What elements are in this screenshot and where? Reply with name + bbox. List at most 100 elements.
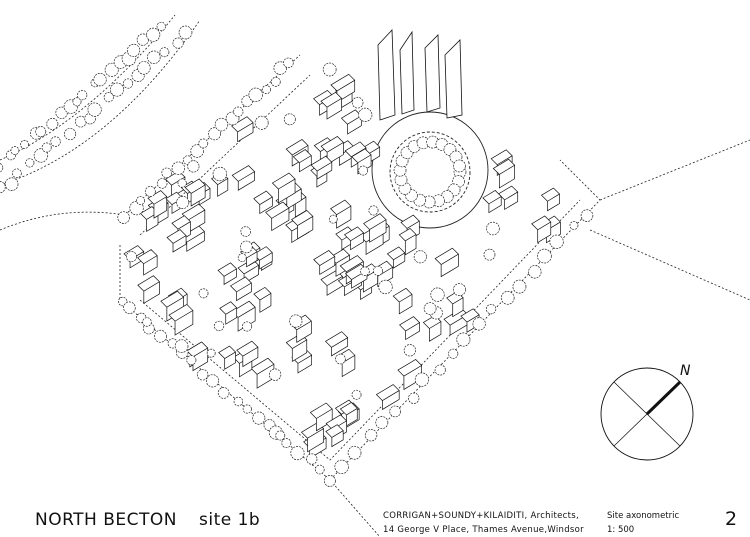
project-name: NORTH BECTON <box>35 510 177 530</box>
road-estate-perimeter <box>119 54 601 481</box>
tree <box>20 140 29 149</box>
tree <box>77 90 88 101</box>
house <box>325 424 344 448</box>
house <box>422 315 442 342</box>
tree <box>472 317 486 331</box>
house <box>166 229 187 253</box>
tree <box>254 115 269 130</box>
tree <box>25 158 35 168</box>
tree <box>172 37 184 49</box>
tree <box>142 317 152 327</box>
tree <box>171 161 186 175</box>
tree <box>206 374 220 388</box>
tree <box>413 250 427 264</box>
tree <box>240 226 251 237</box>
tree <box>237 253 247 263</box>
tree <box>314 464 325 475</box>
tree <box>10 146 20 155</box>
tree <box>123 301 136 314</box>
tree <box>290 446 305 461</box>
tree <box>351 96 364 109</box>
tree <box>335 353 346 365</box>
tree <box>275 430 286 441</box>
tree <box>4 177 19 191</box>
tree <box>240 240 253 254</box>
tree <box>103 92 114 103</box>
house <box>531 215 552 244</box>
house <box>386 246 406 269</box>
house <box>236 340 259 368</box>
architects-line-2: 14 George V Place, Thames Avenue,Windsor <box>383 525 584 535</box>
house <box>231 165 255 191</box>
house <box>320 91 342 120</box>
tree <box>212 166 228 182</box>
tree <box>485 303 497 315</box>
tree <box>198 288 209 299</box>
tree <box>177 178 187 188</box>
tree <box>117 211 130 224</box>
house <box>482 190 502 214</box>
tree <box>273 61 287 75</box>
tree <box>198 138 209 149</box>
house <box>219 301 238 325</box>
tree <box>233 396 244 407</box>
tree <box>46 117 59 130</box>
tree <box>156 21 166 32</box>
north-label: N <box>680 363 691 379</box>
tree <box>569 221 579 230</box>
tree <box>334 459 349 475</box>
tree <box>358 165 369 176</box>
north-arrow-icon <box>600 367 694 461</box>
tree <box>233 106 244 117</box>
tree <box>161 167 172 179</box>
drawing-title: NORTH BECTON site 1b <box>35 510 282 530</box>
tree <box>72 97 82 107</box>
tower-block <box>444 39 463 119</box>
tree <box>453 159 466 173</box>
tree <box>403 344 416 357</box>
tree <box>323 475 336 487</box>
tree <box>176 195 190 209</box>
tree <box>159 47 170 58</box>
sheet-number: 2 <box>725 508 738 530</box>
tree <box>500 291 515 305</box>
house <box>324 331 349 357</box>
tree <box>430 287 445 302</box>
house <box>375 384 400 411</box>
tree <box>434 364 446 376</box>
house <box>313 250 336 276</box>
house <box>398 227 417 256</box>
tree <box>0 180 6 194</box>
tree <box>268 368 282 381</box>
tower-block <box>424 34 441 113</box>
tree <box>368 205 379 216</box>
tree <box>0 163 4 173</box>
site-name: site 1b <box>199 510 261 530</box>
tree <box>448 348 459 359</box>
tree <box>328 214 338 224</box>
tree <box>281 438 292 449</box>
house <box>392 287 413 315</box>
tree <box>12 168 22 179</box>
tree <box>136 196 146 205</box>
tree <box>64 128 77 141</box>
tree <box>156 178 168 189</box>
house <box>253 286 272 313</box>
tree <box>423 302 437 315</box>
tree <box>283 57 294 69</box>
house <box>137 249 158 276</box>
house <box>218 345 236 370</box>
house <box>168 303 194 336</box>
tree <box>187 160 200 173</box>
cul-de-sac-inner <box>389 131 471 213</box>
house <box>446 291 464 318</box>
tree <box>190 144 204 158</box>
tree <box>110 82 125 97</box>
house <box>253 190 273 215</box>
tree <box>289 314 303 328</box>
house <box>339 401 358 427</box>
house <box>184 178 206 207</box>
road-inner-perimeter <box>139 74 581 461</box>
tower-block <box>399 30 415 115</box>
architects-block: CORRIGAN+SOUNDY+KILAIDITI, Architects, 1… <box>383 509 584 537</box>
